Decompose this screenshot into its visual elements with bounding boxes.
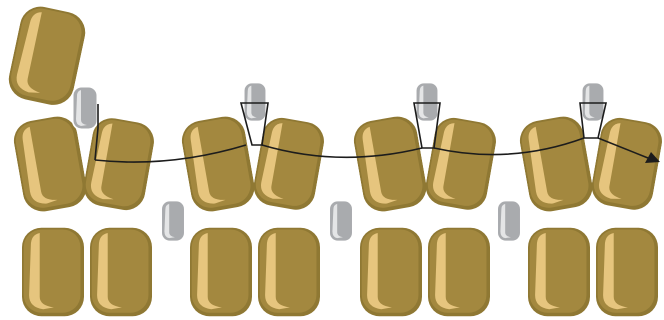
gray-peg-icon[interactable]: [161, 200, 186, 242]
block-bottom-3[interactable]: [190, 228, 252, 317]
block-bottom-5[interactable]: [360, 228, 422, 317]
block-top-7[interactable]: [517, 113, 596, 214]
block-bottom-7[interactable]: [528, 228, 590, 317]
block-bottom-2[interactable]: [90, 228, 152, 317]
block-bottom-1[interactable]: [22, 228, 84, 317]
block-bottom-4[interactable]: [258, 228, 320, 317]
block-top-3[interactable]: [179, 113, 258, 214]
gray-peg-icon[interactable]: [581, 82, 605, 122]
gray-peg-icon[interactable]: [329, 200, 354, 242]
block-top-6[interactable]: [423, 115, 499, 213]
top-row: [11, 113, 664, 214]
gray-peg-icon[interactable]: [415, 82, 439, 122]
block-bottom-6[interactable]: [428, 228, 490, 317]
block-top-4[interactable]: [251, 115, 327, 213]
block-bottom-8[interactable]: [596, 228, 658, 317]
block-top-2[interactable]: [81, 115, 157, 213]
gray-peg-icon[interactable]: [243, 82, 267, 122]
gray-peg-icon[interactable]: [497, 200, 522, 242]
gray-peg-icon[interactable]: [72, 86, 98, 130]
